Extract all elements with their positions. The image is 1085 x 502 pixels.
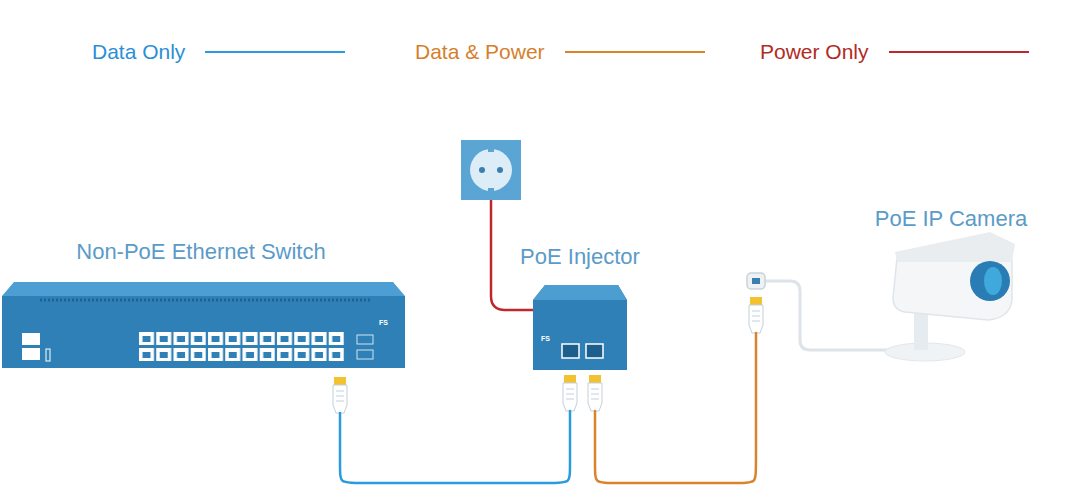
- switch-vents: [40, 299, 370, 302]
- device-label: PoE IP Camera: [875, 205, 1027, 233]
- injector-top: [533, 285, 627, 300]
- console-port: [22, 348, 40, 360]
- switch-ports: [138, 331, 345, 363]
- socket-hole: [479, 167, 485, 173]
- legend-entry: Data Only: [92, 38, 345, 66]
- camera-lens: [970, 261, 1010, 301]
- rj45-plug: [333, 377, 347, 413]
- device-node: PoE IP Camera: [742, 205, 1037, 333]
- cable-connector: [340, 411, 570, 483]
- injector-device: [533, 285, 627, 370]
- legend-line: [205, 51, 345, 53]
- brand-logo: FS: [379, 318, 388, 327]
- legend-line: [889, 51, 1029, 53]
- legend-entry: Power Only: [760, 38, 1029, 66]
- camera-pigtail: [765, 281, 892, 350]
- legend-line: [565, 51, 705, 53]
- reset-button: [46, 349, 50, 361]
- socket-tab: [488, 148, 494, 152]
- device-label: PoE Injector: [520, 243, 640, 271]
- cable-connector: [595, 333, 756, 483]
- injector-port: [586, 344, 603, 358]
- sfp-slot: [357, 335, 373, 344]
- rj45-plug: [588, 375, 602, 411]
- legend-label: Data Only: [92, 38, 185, 66]
- legend-label: Power Only: [760, 38, 869, 66]
- device-node: Non-PoE Ethernet Switch: [0, 238, 408, 413]
- device-label: Non-PoE Ethernet Switch: [76, 238, 325, 266]
- brand-logo: FS: [541, 334, 550, 343]
- sfp-slot: [357, 350, 373, 359]
- switch-front: [2, 296, 405, 368]
- device-node: PoE Injector: [515, 243, 645, 411]
- socket-plate: [461, 140, 521, 200]
- camera-device: [885, 232, 1015, 361]
- injector-port: [562, 344, 579, 358]
- rj45-plug: [563, 375, 577, 411]
- switch-device: [2, 282, 405, 368]
- console-port: [22, 333, 40, 345]
- socket-hole: [497, 167, 503, 173]
- camera-jack: [747, 273, 765, 289]
- socket-face: [470, 149, 512, 191]
- rj45-plug: [749, 297, 763, 333]
- legend-label: Data & Power: [415, 38, 545, 66]
- injector-body: [533, 285, 627, 370]
- legend-entry: Data & Power: [415, 38, 705, 66]
- wall-socket: [461, 140, 521, 200]
- camera-shield: [895, 232, 1015, 262]
- socket-tab: [488, 188, 494, 192]
- jack-socket: [752, 278, 760, 284]
- camera-glass: [984, 267, 1002, 295]
- switch-top: [2, 282, 405, 296]
